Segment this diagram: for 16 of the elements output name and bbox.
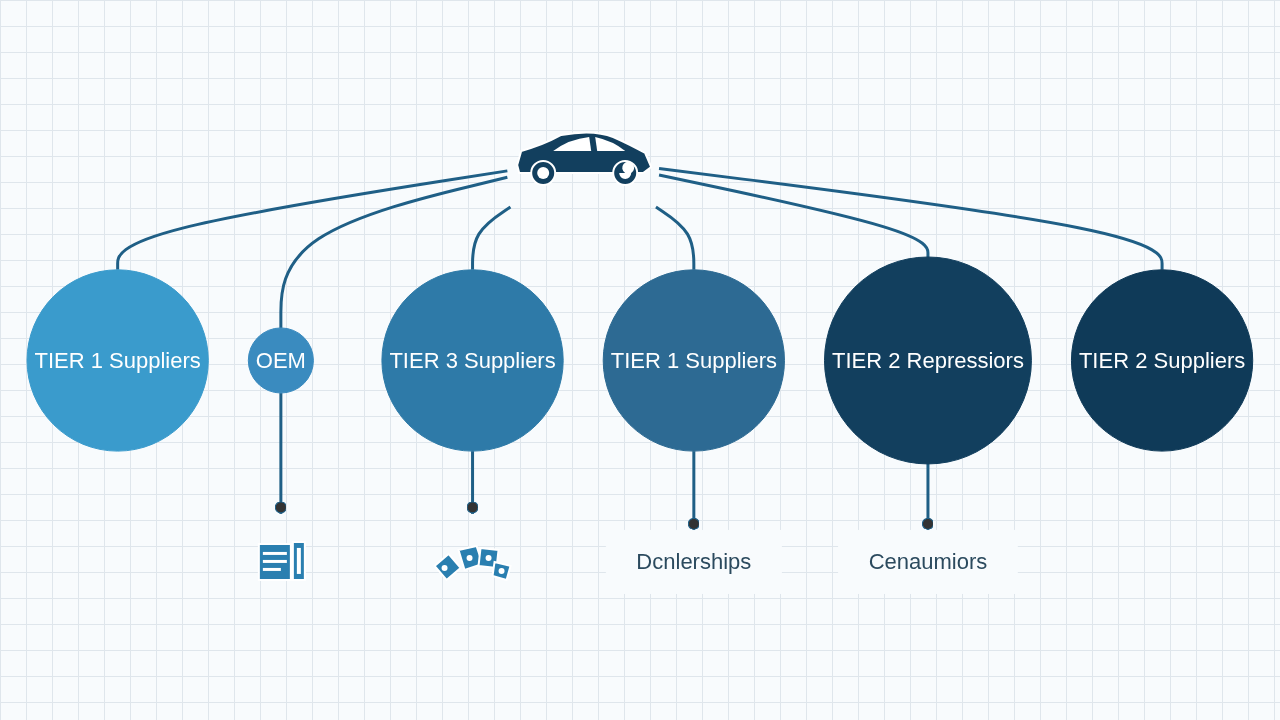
- connector: [279, 175, 508, 328]
- connector: [655, 205, 696, 270]
- connector: [658, 166, 1164, 270]
- node-circle: TIER 1 Suppliers: [602, 268, 786, 452]
- connector: [274, 392, 288, 514]
- node-circle: TIER 1 Suppliers: [26, 268, 209, 452]
- node-circle: TIER 2 Suppliers: [1071, 268, 1254, 452]
- node-circle: OEM: [247, 326, 315, 394]
- connector: [116, 168, 508, 270]
- connector: [922, 463, 935, 530]
- node-circle: TIER 2 Repressiors: [824, 256, 1033, 464]
- connector: [687, 450, 700, 530]
- node-circle: TIER 3 Suppliers: [381, 268, 564, 452]
- connector: [471, 205, 512, 270]
- connector: [658, 173, 930, 257]
- connector: [466, 450, 479, 514]
